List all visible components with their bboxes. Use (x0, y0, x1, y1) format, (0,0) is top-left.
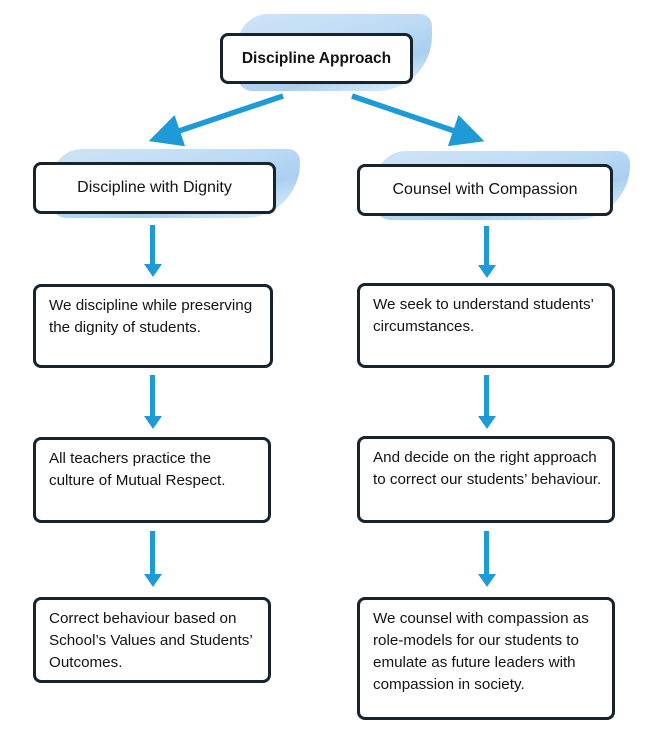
arrow-right-1-icon (484, 226, 489, 266)
node-right-step-1: We seek to understand students’ circumst… (357, 283, 615, 368)
arrow-right-2-icon (484, 375, 489, 417)
arrow-left-3-icon (150, 531, 155, 575)
node-right-step-3: We counsel with compassion as role-model… (357, 597, 615, 720)
node-right-step-2: And decide on the right approach to corr… (357, 436, 615, 523)
node-discipline-with-dignity: Discipline with Dignity (33, 162, 276, 214)
node-left-step-2: All teachers practice the culture of Mut… (33, 437, 271, 523)
node-left-step-3: Correct behaviour based on School’s Valu… (33, 597, 271, 683)
node-discipline-approach: Discipline Approach (220, 33, 413, 84)
arrow-root-to-right-icon (351, 93, 485, 147)
node-left-step-1: We discipline while preserving the digni… (33, 284, 273, 368)
node-left-step-2-text: All teachers practice the culture of Mut… (49, 450, 226, 490)
node-left-step-1-text: We discipline while preserving the digni… (49, 297, 253, 337)
branch-arrows (148, 93, 485, 147)
arrow-left-1-icon (150, 225, 155, 265)
arrow-right-3-icon (484, 531, 489, 575)
node-discipline-approach-label: Discipline Approach (241, 49, 392, 67)
node-counsel-with-compassion: Counsel with Compassion (357, 164, 613, 216)
arrow-root-to-left-icon (148, 93, 284, 147)
node-right-step-1-text: We seek to understand students’ circumst… (373, 296, 594, 336)
node-counsel-with-compassion-label: Counsel with Compassion (392, 181, 578, 198)
node-right-step-2-text: And decide on the right approach to corr… (373, 449, 602, 489)
node-discipline-with-dignity-label: Discipline with Dignity (77, 179, 232, 196)
node-right-step-3-text: We counsel with compassion as role-model… (373, 610, 589, 694)
arrow-left-2-icon (150, 375, 155, 417)
node-left-step-3-text: Correct behaviour based on School’s Valu… (49, 610, 253, 672)
